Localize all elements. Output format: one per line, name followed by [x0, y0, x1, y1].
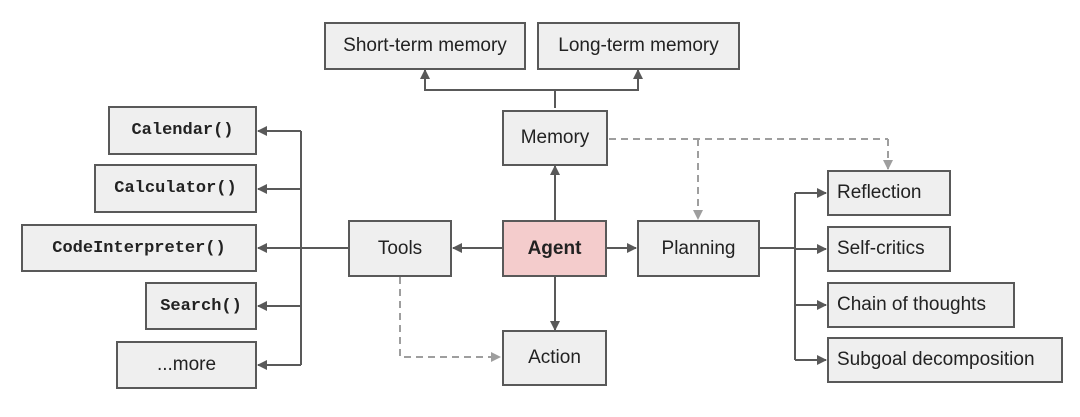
long-term-memory-box: Long-term memory: [537, 22, 740, 70]
action-box: Action: [502, 330, 607, 386]
reflection-box: Reflection: [827, 170, 951, 216]
code-interpreter-tool-box: CodeInterpreter(): [21, 224, 257, 272]
search-tool-box: Search(): [145, 282, 257, 330]
chain-of-thoughts-box: Chain of thoughts: [827, 282, 1015, 328]
short-term-memory-box: Short-term memory: [324, 22, 526, 70]
agent-box: Agent: [502, 220, 607, 277]
more-tools-box: ...more: [116, 341, 257, 389]
memory-to-long-term-connector: [555, 69, 643, 91]
calculator-tool-box: Calculator(): [94, 164, 257, 213]
tools-to-action-dashed-arrow: [399, 277, 501, 362]
memory-box: Memory: [502, 110, 608, 166]
planning-box: Planning: [637, 220, 760, 277]
calendar-tool-box: Calendar(): [108, 106, 257, 155]
memory-to-short-term-connector: [420, 69, 556, 108]
subgoal-decomposition-box: Subgoal decomposition: [827, 337, 1063, 383]
self-critics-box: Self-critics: [827, 226, 951, 272]
tools-box: Tools: [348, 220, 452, 277]
